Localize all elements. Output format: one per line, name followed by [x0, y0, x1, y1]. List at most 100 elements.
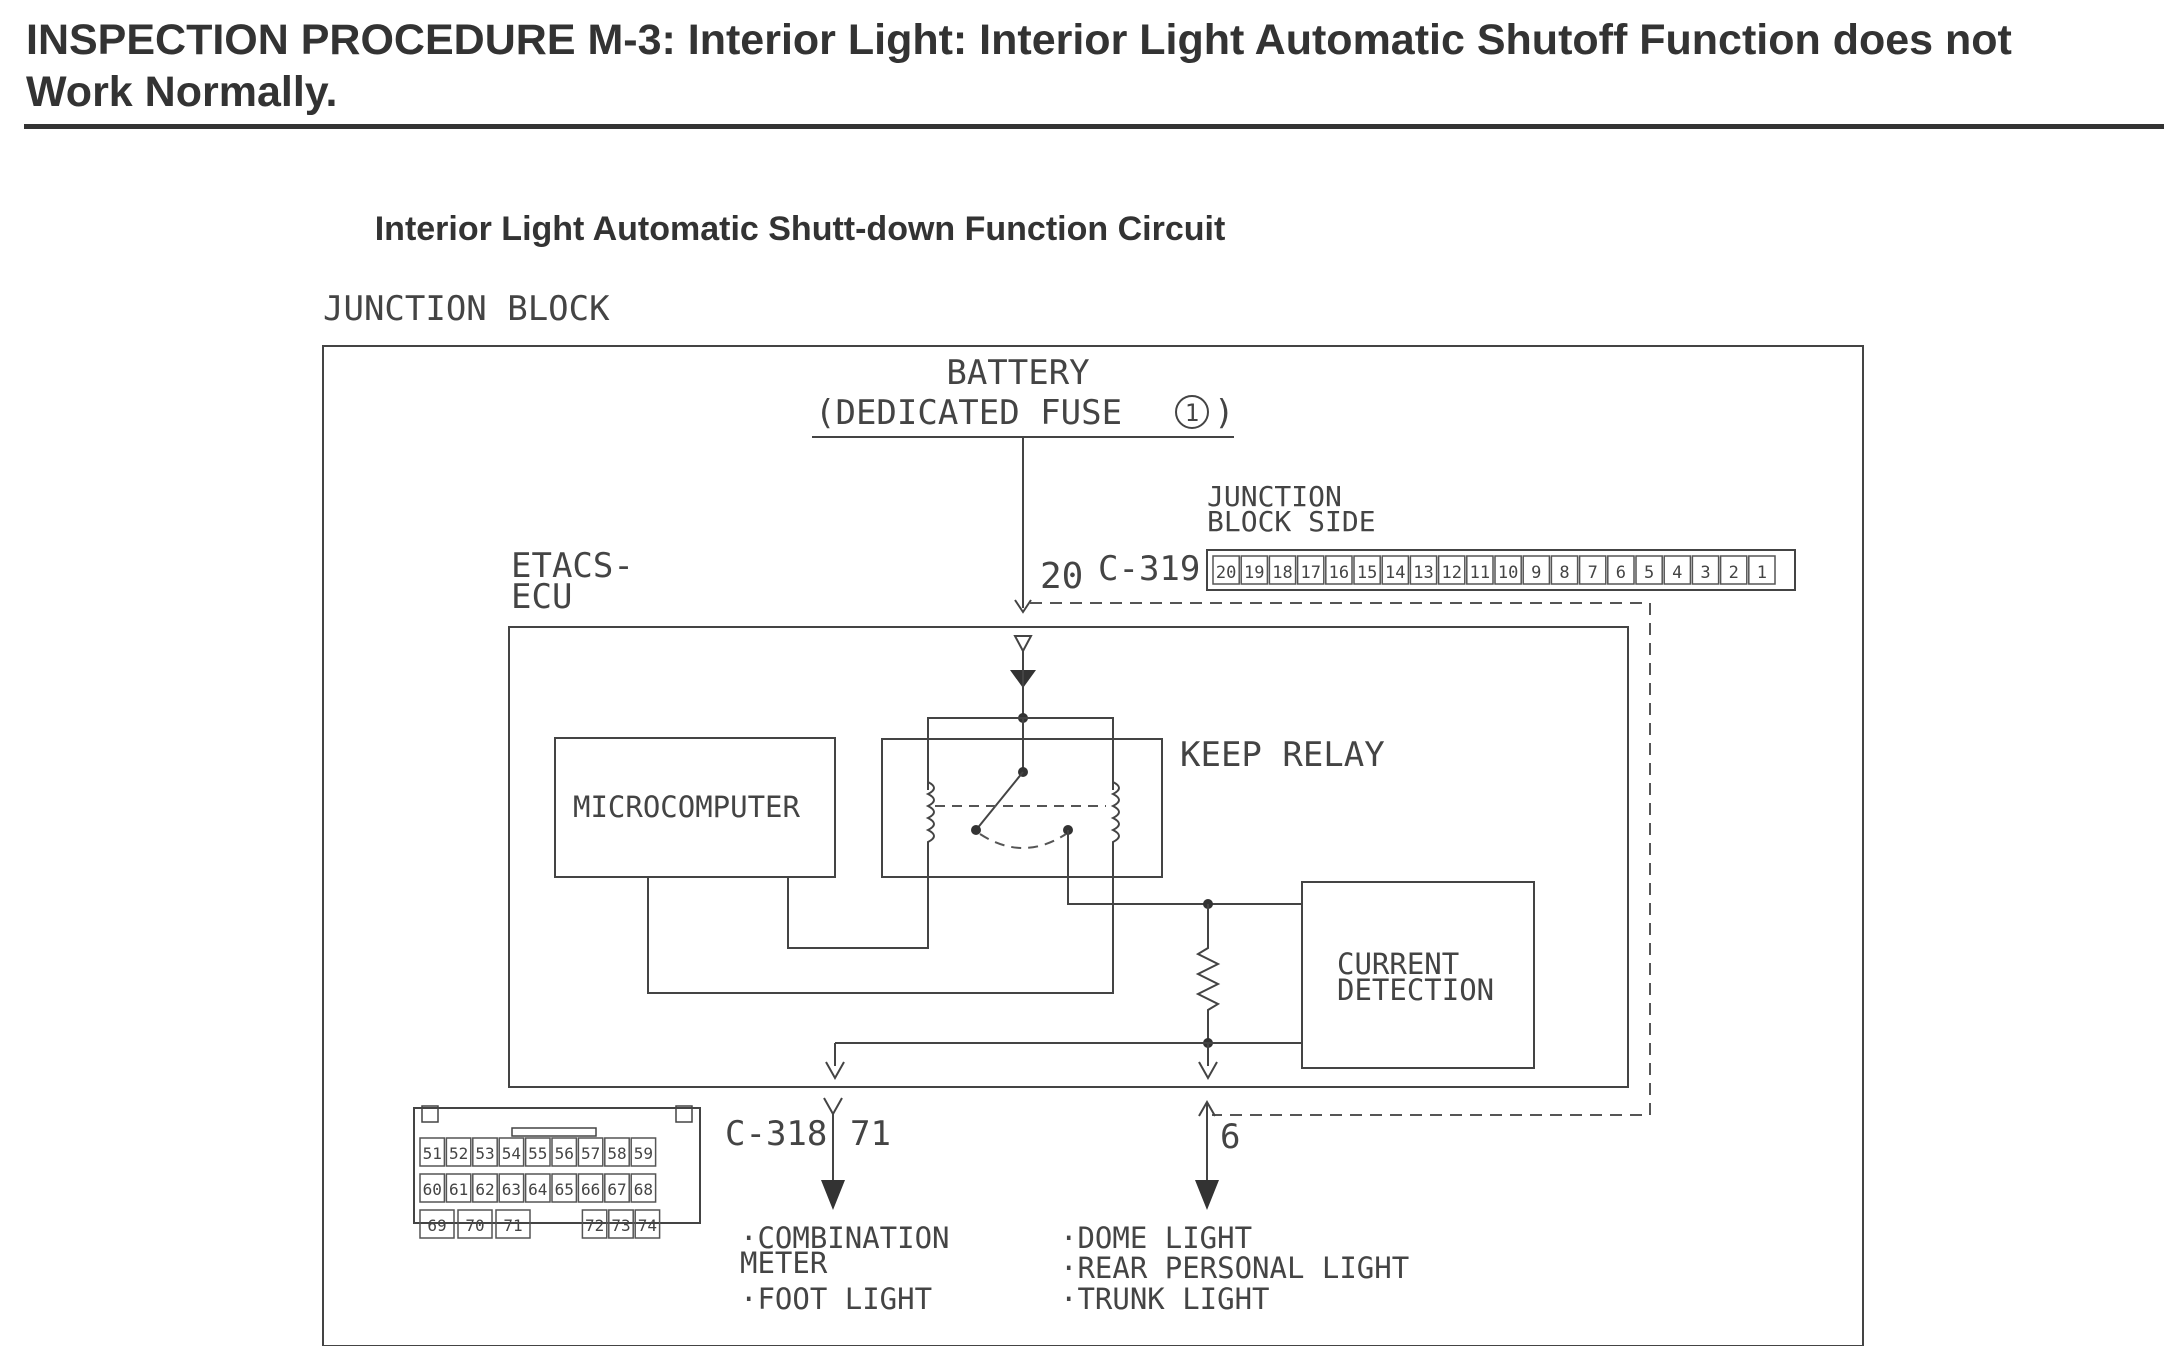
c318-pin-number: 55: [528, 1144, 547, 1163]
c318-pin-cell: [498, 1137, 525, 1167]
c319-pin-cell: [1748, 555, 1776, 585]
c318-pin-number: 54: [502, 1144, 521, 1163]
circuit-title: Interior Light Automatic Shutt-down Func…: [374, 210, 1226, 248]
heading-line-2: Work Normally.: [26, 68, 338, 116]
c318-pin-number: 66: [581, 1180, 600, 1199]
left-output-1: ·COMBINATION: [740, 1221, 950, 1255]
c319-housing: [1206, 549, 1796, 591]
heading-rule: [24, 124, 2164, 129]
etacs-label-line-1: ETACS-: [511, 546, 634, 586]
right-output-arrowhead: [1195, 1180, 1219, 1210]
right-output-3: ·TRUNK LIGHT: [1060, 1282, 1270, 1316]
c318-pin-cell: [630, 1173, 657, 1203]
c318-latch-left: [421, 1105, 439, 1123]
current-detection-line-2: DETECTION: [1337, 973, 1494, 1007]
contact-output-wire: [1067, 830, 1302, 905]
c319-pin-number: 9: [1531, 563, 1541, 583]
c318-pin-cell: [445, 1137, 472, 1167]
c319-pin-cell: [1240, 555, 1269, 585]
junction-block-frame: [322, 345, 1864, 1346]
c319-pin-cell: [1691, 555, 1720, 585]
c319-pin-cell: [1381, 555, 1410, 585]
etacs-ecu-box: [508, 626, 1629, 1088]
c319-pin-cell: [1466, 555, 1494, 585]
connector-c319-label: C-319: [1098, 549, 1200, 589]
c318-pin-number: 68: [634, 1180, 653, 1199]
c318-pin-cell: [445, 1173, 472, 1203]
c318-pin-number: 61: [449, 1180, 468, 1199]
c318-pin-cell: [551, 1173, 578, 1203]
relay-coil-left: [925, 780, 935, 877]
relay-armature: [975, 771, 1024, 831]
c319-pin-cell: [1325, 555, 1353, 585]
pin-71-inner-arrow: [825, 1061, 845, 1081]
c318-latch-right: [675, 1105, 693, 1123]
c319-pin-number: 6: [1616, 563, 1626, 583]
c319-pin-number: 17: [1300, 563, 1320, 583]
microcomputer-box: [554, 737, 836, 878]
c319-pin-number: 3: [1700, 563, 1710, 583]
left-output-2: METER: [740, 1246, 828, 1280]
c318-pin-number: 74: [638, 1216, 657, 1235]
c319-pin-cell: [1437, 555, 1466, 585]
c319-pin-number: 12: [1441, 563, 1461, 583]
c319-pin-cell: [1353, 555, 1381, 585]
c318-pin-number: 71: [503, 1216, 522, 1235]
c318-pin-number: 56: [555, 1144, 574, 1163]
pin-71-outer-arrow: [823, 1097, 843, 1117]
c319-pin-number: 7: [1588, 563, 1598, 583]
c319-pin-number: 10: [1498, 563, 1518, 583]
fuse-label: (DEDICATED FUSE: [815, 393, 1122, 433]
c318-pin-number: 65: [555, 1180, 574, 1199]
current-detection-box: [1301, 881, 1535, 1069]
c319-pin-cell: [1607, 555, 1635, 585]
c319-pin-cell: [1494, 555, 1522, 585]
c319-pin-cell: [1578, 555, 1607, 585]
c318-pin-cell: [524, 1173, 551, 1203]
c318-pin-number: 70: [465, 1216, 484, 1235]
c318-housing: [413, 1107, 701, 1224]
c319-pin-cell: [1522, 555, 1551, 585]
battery-label: BATTERY: [946, 353, 1089, 393]
junction-block-side-line-2: BLOCK SIDE: [1207, 505, 1376, 538]
c318-pin-cell: [604, 1137, 630, 1167]
relay-bus-wire: [927, 717, 1114, 790]
procedure-heading: INSPECTION PROCEDURE M-3: Interior Light…: [26, 14, 2146, 118]
shunt-resistor: [1195, 904, 1221, 1043]
c318-pin-cell: [608, 1209, 634, 1239]
c318-pin-number: 58: [607, 1144, 626, 1163]
c318-pin-number: 52: [449, 1144, 468, 1163]
c318-pin-cell: [630, 1137, 657, 1167]
c319-pin-cell: [1550, 555, 1579, 585]
c319-pin-number: 13: [1413, 563, 1433, 583]
fuse-number: 1: [1185, 399, 1199, 427]
c319-pin-cell: [1719, 555, 1748, 585]
c318-pin-number: 64: [528, 1180, 547, 1199]
coil-wire-left: [787, 877, 929, 949]
pin-6-label: 6: [1220, 1117, 1240, 1157]
c319-pin-number: 20: [1216, 563, 1236, 583]
left-output-arrowhead: [821, 1180, 845, 1210]
c318-pin-cell: [419, 1173, 446, 1203]
fuse-close: ): [1214, 393, 1234, 433]
c319-pin-number: 14: [1385, 563, 1405, 583]
c319-pin-cell: [1212, 555, 1240, 585]
junction-block-label: JUNCTION BLOCK: [323, 289, 610, 329]
c319-pin-cell: [1635, 555, 1663, 585]
heading-line-1: INSPECTION PROCEDURE M-3: Interior Light…: [26, 16, 2012, 64]
microcomputer-label: MICROCOMPUTER: [573, 790, 801, 824]
c319-pin-number: 16: [1329, 563, 1349, 583]
c319-pin-number: 2: [1729, 563, 1739, 583]
etacs-label-line-2: ECU: [511, 577, 572, 617]
c318-pin-cell: [524, 1137, 551, 1167]
harness-dashed-outline: [1030, 602, 1651, 1116]
connector-c318-label: C-318: [725, 1114, 827, 1154]
c318-pin-cell: [419, 1209, 455, 1239]
left-output-3: ·FOOT LIGHT: [740, 1282, 932, 1316]
c319-pin-number: 1: [1757, 563, 1767, 583]
c318-pin-number: 57: [581, 1144, 600, 1163]
relay-contact-dot-left: [971, 825, 981, 835]
c318-pin-cell: [472, 1137, 498, 1167]
c319-pin-number: 15: [1357, 563, 1377, 583]
c319-pin-cell: [1663, 555, 1692, 585]
